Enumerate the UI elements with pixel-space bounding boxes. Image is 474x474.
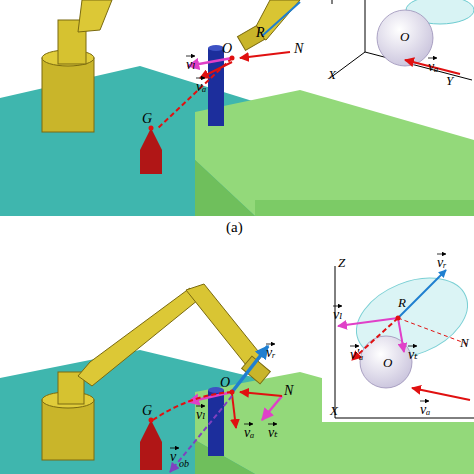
vector-label: ob (179, 459, 189, 469)
vector-label: vₗ (186, 58, 196, 72)
vector-label: vₐ (420, 403, 430, 417)
vector-label: vₗ (196, 408, 206, 422)
vector-label: X (328, 68, 336, 81)
vector-label: X (330, 404, 338, 417)
vector-label: vᵣ (266, 346, 276, 360)
vector-label: v (170, 450, 176, 464)
vector-label: vₜ (268, 426, 278, 440)
vector-label: vₜ (408, 348, 418, 362)
vector-label: O (383, 356, 392, 369)
vector-label: Z (338, 256, 345, 269)
vector-label: N (284, 384, 293, 398)
vector-label: vₐ (244, 426, 254, 440)
vector-label: vₐ (196, 80, 206, 94)
vector-label: vᵣ (437, 256, 447, 270)
vector-label: N (460, 336, 469, 349)
vector-label: vₗ (333, 308, 343, 322)
vector-label: O (400, 30, 409, 43)
vector-label: vₐ (428, 60, 438, 74)
vector-label: O (220, 376, 230, 390)
vector-label: Y (446, 74, 453, 87)
vector-label: R (398, 296, 406, 309)
vector-label: (a) (226, 220, 243, 235)
vector-label: G (142, 112, 152, 126)
vector-label: v'ₐ (350, 348, 363, 362)
vector-label: G (142, 404, 152, 418)
vector-label: O (222, 42, 232, 56)
vector-label: R (256, 26, 265, 40)
vector-label: N (294, 42, 303, 56)
